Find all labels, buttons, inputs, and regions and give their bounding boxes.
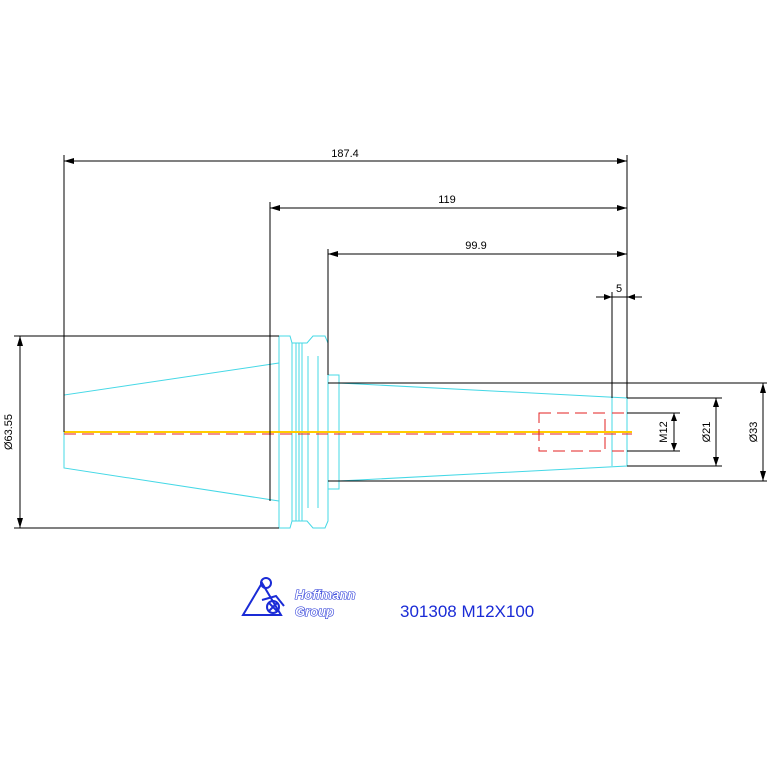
logo-mark-icon (241, 577, 285, 616)
label-overall-length: 187.4 (331, 148, 359, 160)
label-bore-diameter: Ø21 (701, 422, 713, 443)
dimension-lines (14, 155, 767, 529)
label-shank-length: 99.9 (465, 240, 486, 252)
label-flange-diameter: Ø63.55 (3, 414, 15, 450)
hidden-features (64, 412, 632, 452)
dimension-labels: 187.4 119 99.9 5 Ø63.55 M12 Ø21 Ø33 (3, 148, 760, 450)
label-tip-offset: 5 (616, 283, 622, 295)
logo-line-1: Hoffmann (295, 587, 355, 602)
logo-line-2: Group (295, 604, 334, 619)
part-number-label: 301308 M12X100 (400, 602, 534, 621)
label-thread-size: M12 (658, 421, 670, 442)
label-nose-diameter: Ø33 (748, 422, 760, 443)
hoffmann-group-logo: Hoffmann Group (241, 577, 356, 620)
label-taper-length: 119 (438, 194, 456, 206)
thread-bore (538, 412, 606, 452)
